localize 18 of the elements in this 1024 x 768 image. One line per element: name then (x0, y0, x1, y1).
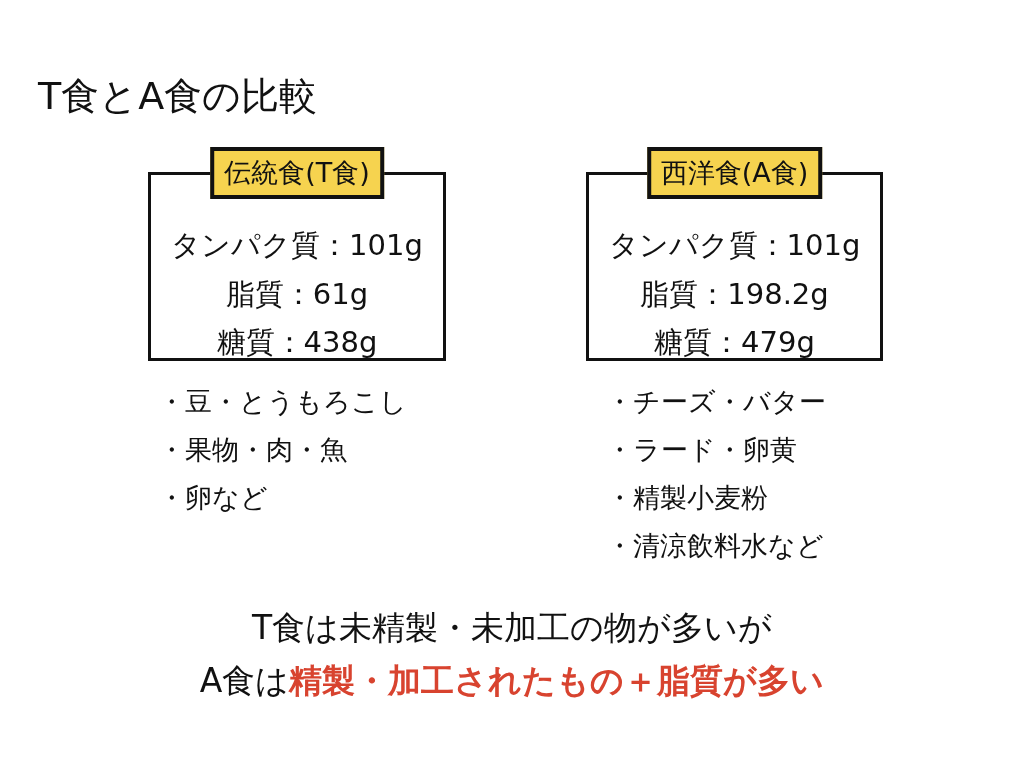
list-item-text: ・卵など (158, 481, 268, 515)
nutrient-text: タンパク質：101g (171, 227, 423, 264)
nutrient-text: 糖質：438g (216, 324, 378, 361)
list-item-text: ・精製小麦粉 (606, 481, 768, 515)
nutrient-text: タンパク質：101g (608, 227, 861, 264)
heading-tag: 伝統食(T食) (210, 147, 384, 199)
list-item-text: ・ラード・卵黄 (606, 433, 797, 467)
list-item-text: ・清涼飲料水など (606, 529, 824, 563)
nutrient-text: 脂質：61g (225, 276, 369, 313)
list-item-text: ・果物・肉・魚 (158, 433, 347, 467)
nutrient-text: 糖質：479g (654, 324, 815, 361)
list-item-text: ・チーズ・バター (606, 385, 826, 419)
heading-tag: 西洋食(A食) (646, 147, 823, 199)
list-item-text: ・豆・とうもろこし (158, 385, 407, 419)
conclusion-text: A食は精製・加工されたもの＋脂質が多い (199, 660, 825, 702)
conclusion-text: T食は未精製・未加工の物が多いが (251, 607, 773, 649)
title-text: T食とA食の比較 (38, 73, 318, 120)
nutrient-text: 脂質：198.2g (640, 276, 829, 313)
